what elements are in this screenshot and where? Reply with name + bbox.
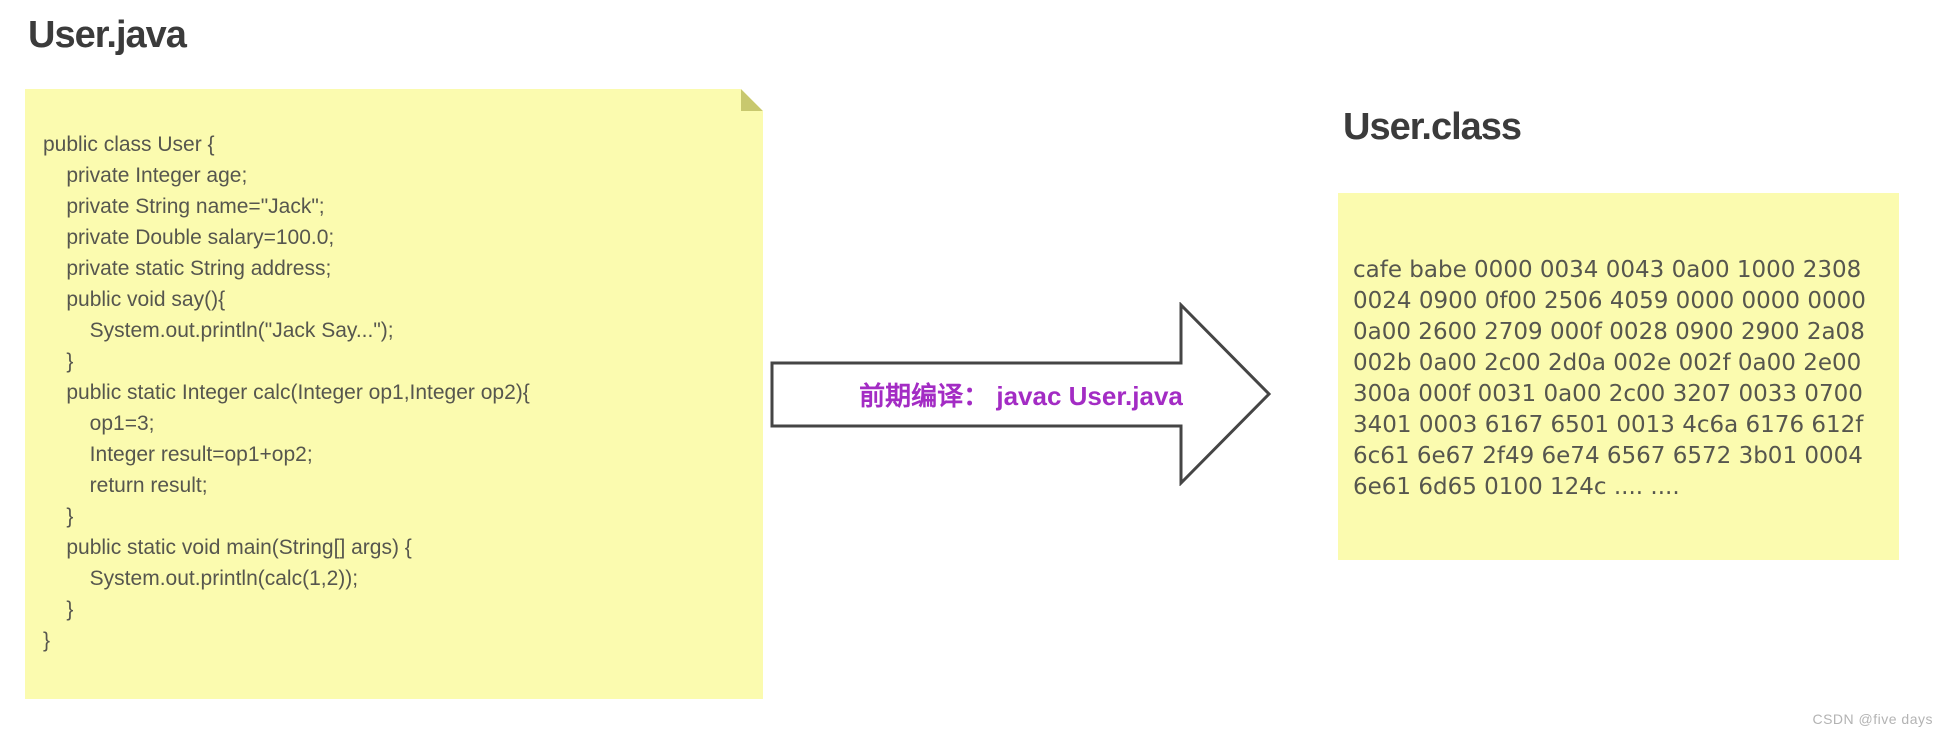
code-line: public static Integer calc(Integer op1,I… <box>43 381 530 404</box>
code-line: System.out.println(calc(1,2)); <box>43 567 359 590</box>
source-file-title: User.java <box>28 14 187 56</box>
code-line: } <box>43 629 51 652</box>
code-line: public class User { <box>43 133 215 156</box>
bytecode-note: cafe babe 0000 0034 0043 0a00 1000 2308 0… <box>1338 193 1899 560</box>
java-source-note: public class User { private Integer age;… <box>25 89 763 699</box>
hex-line: 002b 0a00 2c00 2d0a 002e 002f 0a00 2e00 <box>1353 350 1862 376</box>
code-line: private static String address; <box>43 257 332 280</box>
code-line: op1=3; <box>43 412 155 435</box>
code-line: } <box>43 350 74 373</box>
code-line: System.out.println("Jack Say..."); <box>43 319 394 342</box>
hex-line: 3401 0003 6167 6501 0013 4c6a 6176 612f <box>1353 412 1864 438</box>
code-line: private Integer age; <box>43 164 248 187</box>
hex-line: 0a00 2600 2709 000f 0028 0900 2900 2a08 <box>1353 319 1865 345</box>
compile-arrow-label: 前期编译： javac User.java <box>859 381 1183 411</box>
code-line: } <box>43 598 74 621</box>
class-file-title: User.class <box>1343 106 1522 148</box>
code-line: } <box>43 505 74 528</box>
compile-arrow <box>770 302 1272 486</box>
hex-line: 300a 000f 0031 0a00 2c00 3207 0033 0700 <box>1353 381 1863 407</box>
code-line: private Double salary=100.0; <box>43 226 335 249</box>
code-line: private String name="Jack"; <box>43 195 325 218</box>
right-arrow-icon <box>770 302 1272 486</box>
code-line: public void say(){ <box>43 288 226 311</box>
hex-line: 0024 0900 0f00 2506 4059 0000 0000 0000 <box>1353 288 1866 314</box>
code-line: return result; <box>43 474 208 497</box>
code-line: Integer result=op1+op2; <box>43 443 313 466</box>
folded-corner-icon <box>741 89 763 111</box>
hex-line: 6e61 6d65 0100 124c .... .... <box>1353 474 1680 500</box>
watermark: CSDN @five days <box>1812 711 1933 727</box>
hex-line: cafe babe 0000 0034 0043 0a00 1000 2308 <box>1353 257 1862 283</box>
hex-line: 6c61 6e67 2f49 6e74 6567 6572 3b01 0004 <box>1353 443 1863 469</box>
code-line: public static void main(String[] args) { <box>43 536 412 559</box>
java-source-code: public class User { private Integer age;… <box>43 129 530 656</box>
bytecode-hex-dump: cafe babe 0000 0034 0043 0a00 1000 2308 0… <box>1353 255 1866 503</box>
